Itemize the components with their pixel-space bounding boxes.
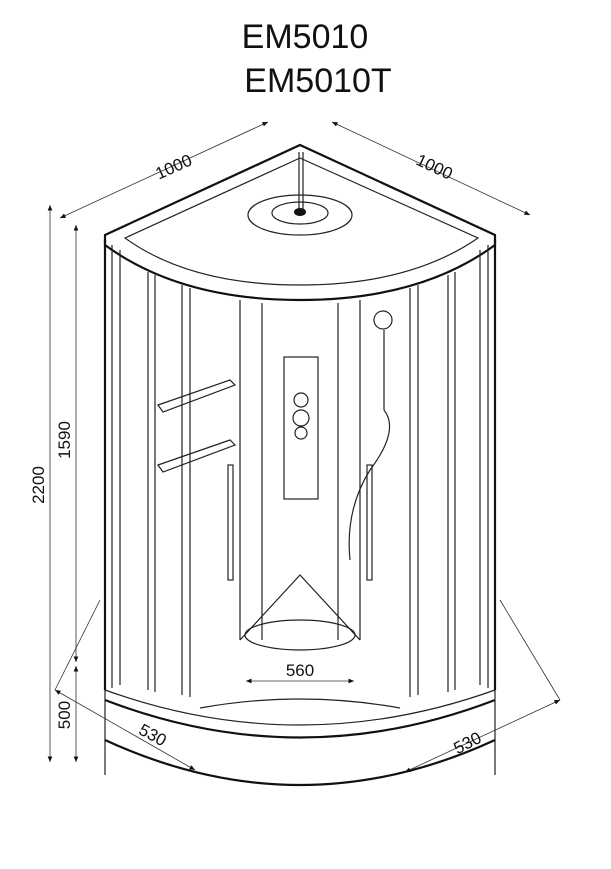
dim-tray-right: 530 [451, 728, 485, 758]
model-title-2: EM5010T [244, 62, 391, 100]
cabin-frame [103, 240, 497, 697]
tray [104, 574, 496, 786]
dim-cabin-height: 1590 [55, 421, 74, 459]
shelves [157, 379, 237, 473]
model-title-1: EM5010 [242, 18, 369, 56]
control-panel [283, 356, 319, 500]
dimension-lines [47, 121, 561, 773]
dim-tray-left: 530 [136, 720, 170, 750]
hand-shower [348, 310, 393, 561]
dim-top-left: 1000 [153, 151, 195, 184]
dim-top-right: 1000 [413, 150, 455, 183]
dim-entrance: 560 [286, 661, 314, 680]
dim-tray-height: 500 [55, 701, 74, 729]
dim-total-height: 2200 [29, 466, 48, 504]
